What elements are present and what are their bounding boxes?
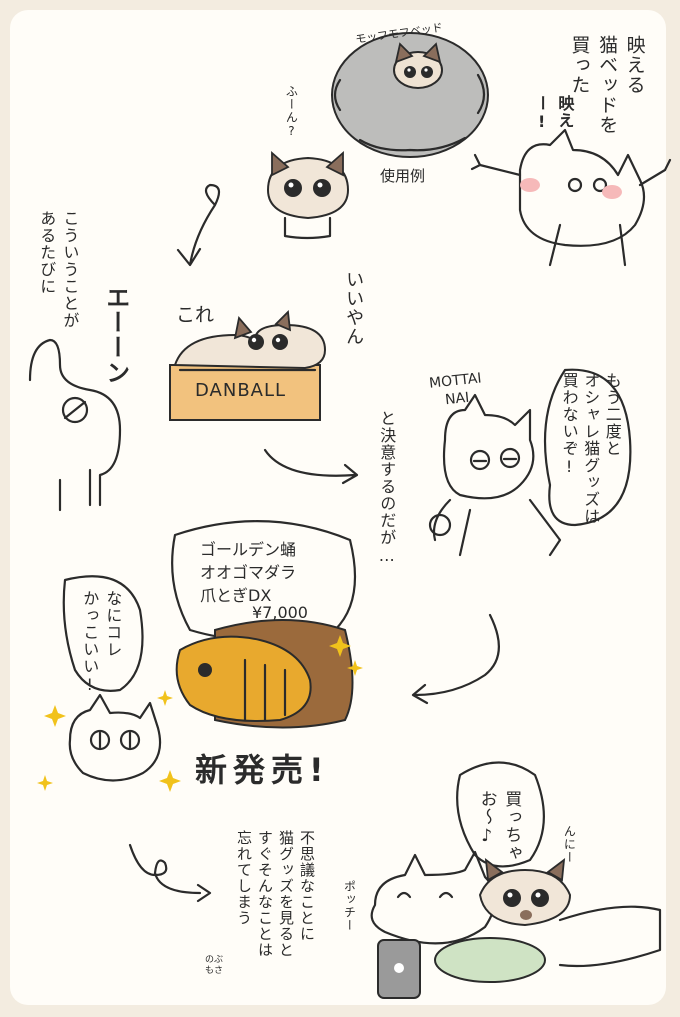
cat-comment: いいやん [343, 270, 365, 346]
speech-bubble-reaction [62, 575, 144, 692]
curved-arrow-left [411, 613, 500, 705]
artist-signature: のぶ もさ [205, 955, 224, 976]
crying-sfx: エーーン [101, 285, 130, 385]
fluffy-cat-bed [331, 32, 489, 158]
mottainai-text: MOTTAI NAI [428, 370, 483, 409]
tap-sfx: ポッチー [342, 880, 357, 932]
curved-arrow-down [176, 183, 221, 267]
product-price: ¥7,000 [252, 603, 308, 622]
shout-text: 映えー! [532, 95, 575, 132]
siamese-cat-in-bed [393, 42, 443, 89]
product-name: ゴールデン蛹 オオゴマダラ 爪とぎDX [200, 540, 297, 606]
cat-sound: んにー [562, 825, 577, 864]
siamese-cat-lying [478, 858, 572, 927]
curved-arrow-right [263, 448, 359, 485]
owner-with-phone [370, 850, 662, 999]
pillow [434, 937, 546, 983]
happy-owner [470, 128, 672, 267]
decision-narration: と決意するのだが… [377, 410, 397, 566]
amazed-owner [68, 693, 162, 782]
vow-text: もう二度と オシャレ猫グッズは 買わないぞ! [559, 372, 622, 525]
speech-bubble-bought [456, 761, 545, 868]
new-release-text: 新発売! [195, 751, 330, 789]
box-label: DANBALL [195, 380, 287, 401]
speech-bubble-vow [543, 368, 632, 527]
this-label: これ [176, 304, 215, 326]
sparkles [37, 635, 363, 792]
narration-whenever: こういうことが あるたびに [37, 210, 80, 329]
determined-owner [428, 393, 562, 557]
curious-siamese-cat [266, 151, 350, 240]
scratcher-product [175, 619, 354, 729]
bought-speech: 買っちゃ お〜♪ [476, 790, 522, 862]
narration-bought-bed: 映える 猫ベッドを 買った [568, 35, 646, 135]
crying-owner [28, 338, 122, 512]
reaction-text: なにコレ かっこいい! [80, 590, 123, 695]
siamese-cat-in-box [173, 310, 327, 370]
example-label: 使用例 [380, 167, 426, 185]
cat-reaction-text: ふーん? [284, 85, 299, 139]
curved-arrow-loop [128, 843, 212, 903]
narration-forget: 不思議なことに 猫グッズを見ると すぐそんなことは 忘れてしまう [235, 830, 316, 958]
